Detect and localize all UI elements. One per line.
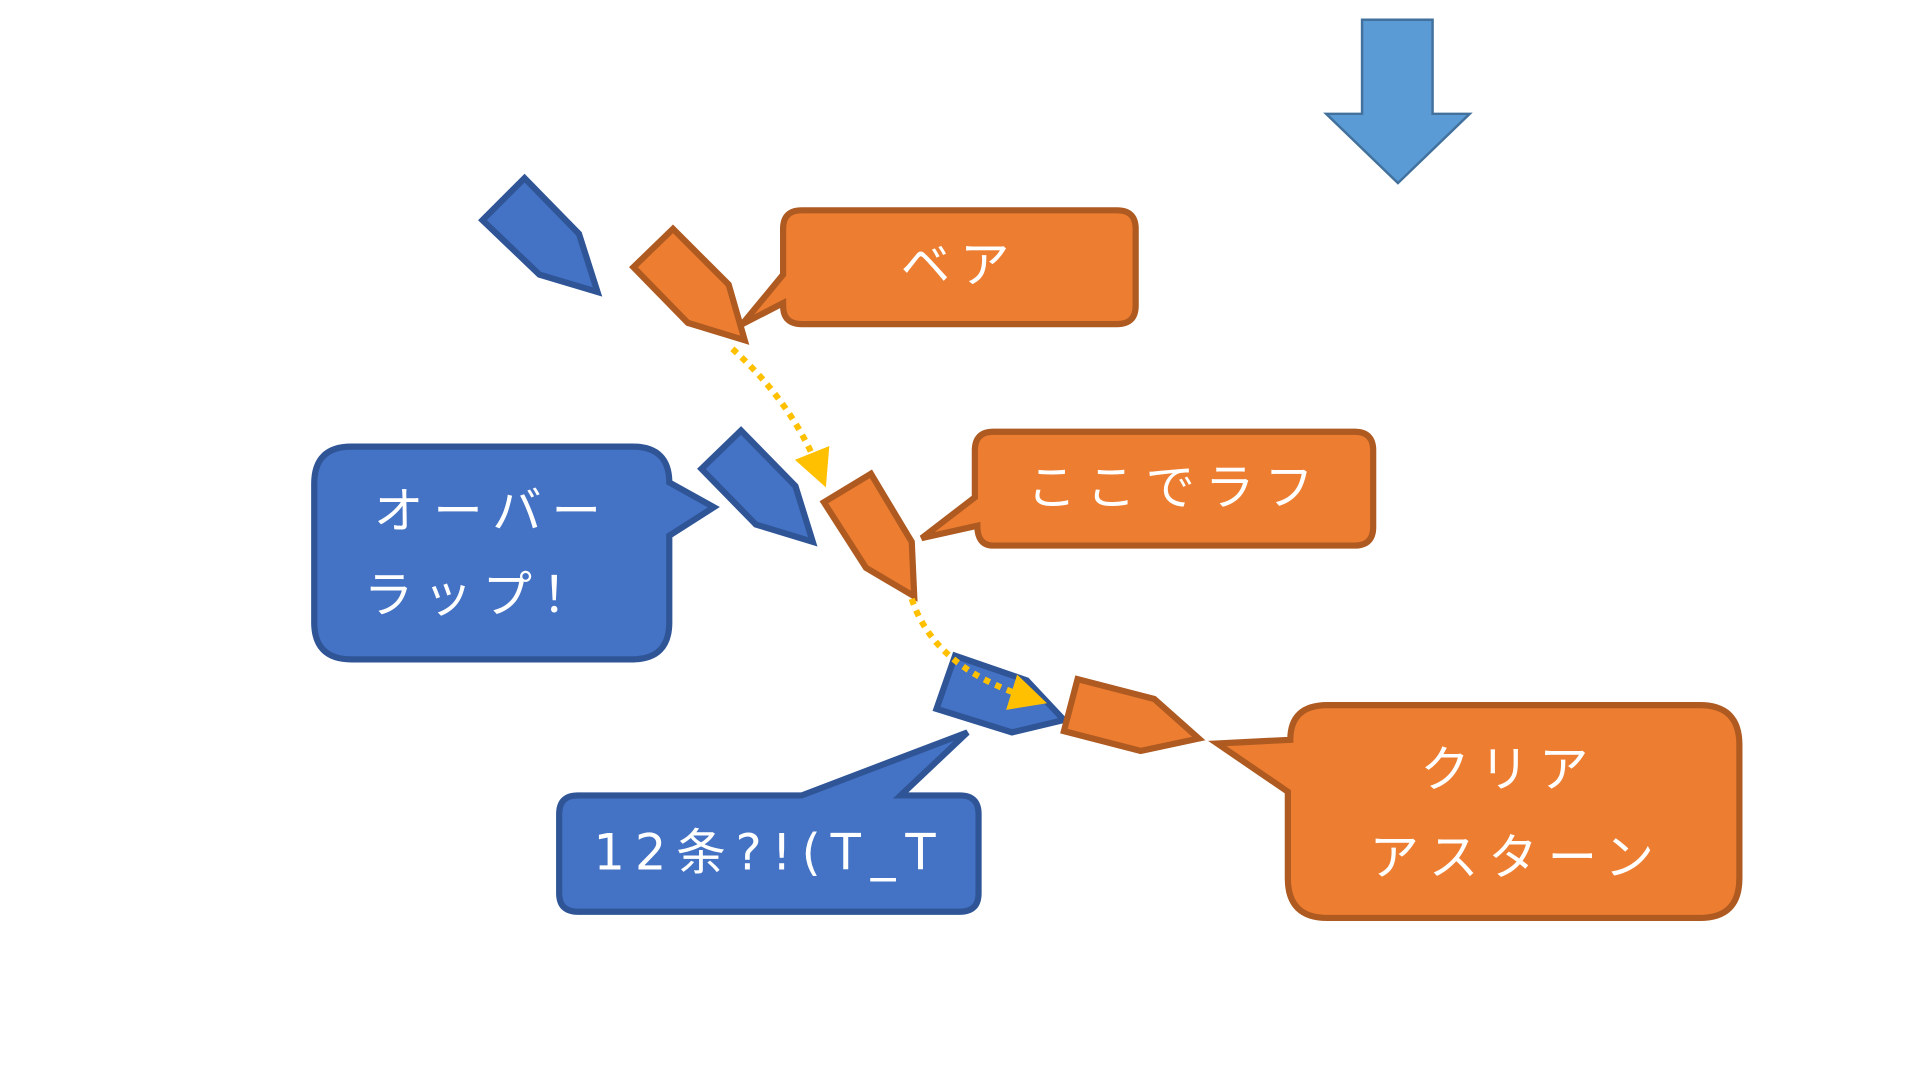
callout-rough-text: ここでラフ [1027,459,1324,517]
callout-overlap-line1: オーバー [374,482,611,540]
callout-overlap-line2: ラップ！ [364,566,601,624]
blue-boat-3 [932,651,1070,736]
callout-clear-line2: アスターン [1370,829,1664,887]
callout-clear-line1: クリア [1420,741,1598,799]
orange-boat-1 [629,224,750,345]
orange-boat-2 [819,469,918,602]
callout-overlap: オーバー ラップ！ [311,443,720,663]
callout-bear-text: ベア [901,236,1020,294]
callout-clear-astern: クリア アスターン [1208,702,1743,922]
dotted-track-2 [908,597,1047,710]
down-arrow-icon [1323,18,1473,185]
blue-boat-2 [697,426,818,547]
blue-boat-1 [478,173,603,297]
dotted-track-1 [730,346,830,488]
callout-rule12: 12条?!(T_T [556,729,982,915]
callout-rule12-text: 12条?!(T_T [593,824,945,882]
orange-boat-3 [1060,675,1206,755]
callout-bear: ベア [739,207,1139,328]
callout-rough: ここでラフ [919,428,1377,549]
